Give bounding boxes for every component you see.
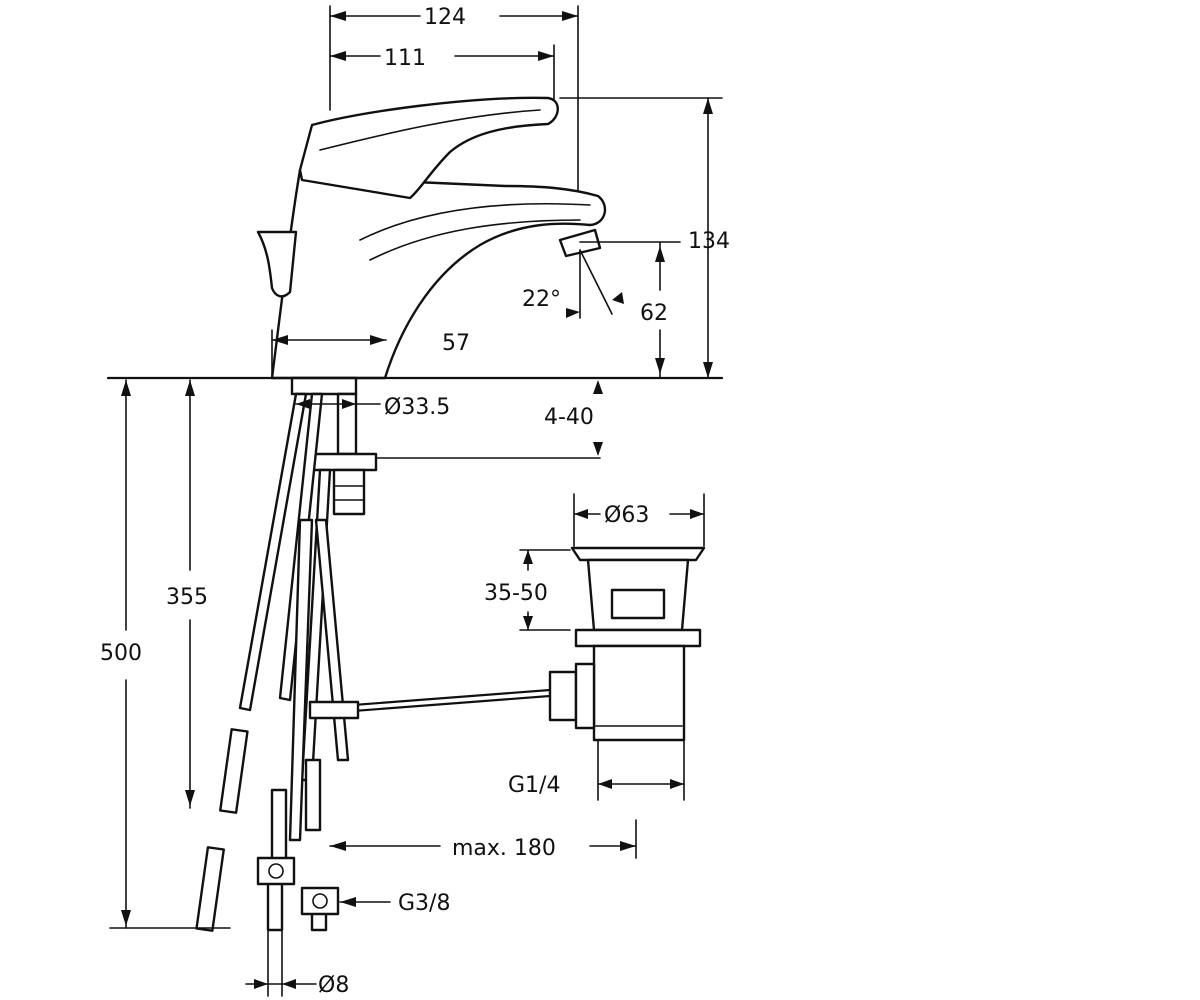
dim-500-label: 500 (100, 641, 142, 666)
dim-355-label: 355 (166, 585, 208, 610)
dim-angle-label: 22° (522, 287, 561, 312)
dim-base-diameter-label: Ø33.5 (384, 395, 450, 420)
faucet-body (256, 96, 607, 396)
dim-124-label: 124 (424, 5, 466, 30)
dim-connection-thread-label: G3/8 (398, 891, 450, 916)
dim-111-label: 111 (384, 46, 426, 71)
dimension-lines (109, 5, 723, 997)
under-deck-assembly (195, 392, 552, 932)
waste-assembly (548, 546, 706, 742)
dim-waste-thread-label: G1/4 (508, 773, 560, 798)
dim-deck-thickness-label: 4-40 (544, 405, 594, 430)
dim-62-label: 62 (640, 301, 668, 326)
dim-waste-diameter-label: Ø63 (604, 503, 649, 528)
dim-134-label: 134 (688, 229, 730, 254)
dim-waste-range-label: 35-50 (484, 581, 548, 606)
dim-hose-diameter-label: Ø8 (318, 973, 349, 998)
dim-rod-max-label: max. 180 (452, 836, 556, 861)
dim-57-label: 57 (442, 331, 470, 356)
